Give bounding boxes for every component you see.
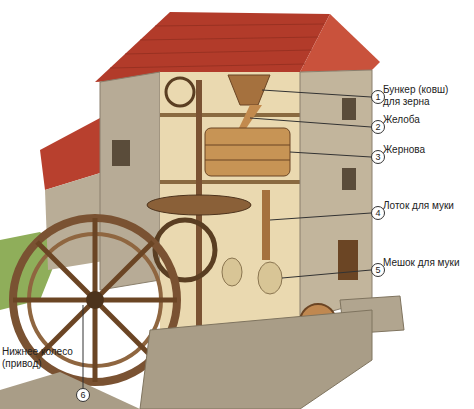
callout-number: 5 <box>371 263 385 277</box>
floor <box>160 180 300 184</box>
callout-number: 4 <box>371 206 385 220</box>
floor <box>160 113 300 117</box>
part-label: Лоток для муки <box>383 200 463 212</box>
callout: 3Жернова <box>371 150 385 164</box>
front-wall <box>0 372 140 409</box>
chute <box>238 105 262 130</box>
door <box>338 240 358 280</box>
callout: 4Лоток для муки <box>371 206 385 220</box>
callout: 5Мешок для муки <box>371 263 385 277</box>
callout: 2Желоба <box>371 120 385 134</box>
callout: 1Бункер (ковш) для зерна <box>371 90 385 104</box>
millstones <box>205 128 290 176</box>
callout-number: 2 <box>371 120 385 134</box>
flour-sack <box>258 262 282 294</box>
part-label: Бункер (ковш) для зерна <box>383 84 463 108</box>
part-label: Желоба <box>383 114 463 126</box>
stone-wall <box>300 70 372 320</box>
gear-wheel <box>147 195 251 215</box>
roof-gable <box>300 14 380 72</box>
callout: 6Нижнее колесо (привод) <box>76 388 90 402</box>
part-label: Жернова <box>383 144 463 156</box>
flour-sack <box>222 258 242 286</box>
flour-trough <box>262 190 270 260</box>
front-wall <box>140 310 372 409</box>
callout-number: 3 <box>371 150 385 164</box>
callout-number: 1 <box>371 90 385 104</box>
leader-line <box>83 90 371 388</box>
pulley <box>166 78 194 106</box>
part-label: Нижнее колесо (привод) <box>2 346 92 370</box>
roof-tiles <box>110 24 324 68</box>
callout-number: 6 <box>76 388 90 402</box>
window <box>112 140 130 166</box>
part-label: Мешок для муки <box>383 257 463 269</box>
stone-wall <box>100 72 160 290</box>
roof <box>95 12 330 82</box>
